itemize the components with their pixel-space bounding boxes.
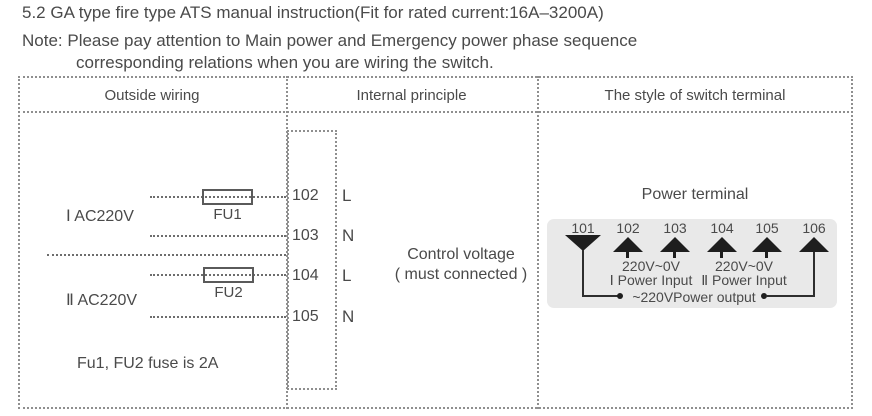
output-bullet-right bbox=[761, 293, 767, 299]
diagram-table-frame bbox=[18, 76, 853, 409]
wire-to-104 bbox=[150, 274, 286, 276]
terminal-105-arrow-up-icon bbox=[752, 237, 782, 252]
header-outside-wiring: Outside wiring bbox=[104, 87, 200, 104]
terminal-104-stem bbox=[720, 252, 723, 258]
terminal-number-102: 102 bbox=[616, 220, 640, 236]
terminal-104-arrow-up-icon bbox=[707, 237, 737, 252]
output-line-right bbox=[766, 295, 815, 297]
internal-terminal-box bbox=[287, 130, 337, 390]
terminal-106-arrow-up-icon bbox=[799, 237, 829, 252]
fuse-note: Fu1, FU2 fuse is 2A bbox=[77, 355, 219, 372]
power-input-label-2: Ⅱ Power Input bbox=[701, 272, 787, 288]
note-line-1: Note: Please pay attention to Main power… bbox=[22, 31, 638, 50]
fuse-fu1-box bbox=[202, 189, 253, 205]
power-terminal-title: Power terminal bbox=[641, 186, 749, 203]
power-input-label-1: Ⅰ Power Input bbox=[609, 272, 693, 288]
terminal-101-lead-line bbox=[582, 250, 584, 297]
voltage-label-1: 220V~0V bbox=[622, 258, 680, 274]
header-switch-terminal: The style of switch terminal bbox=[604, 87, 786, 104]
circuit-2-label: Ⅱ AC220V bbox=[66, 292, 138, 309]
note-line-2: corresponding relations when you are wir… bbox=[76, 53, 494, 72]
output-bullet-left bbox=[617, 293, 623, 299]
terminal-101-arrow-down-icon bbox=[565, 235, 601, 251]
terminal-105-number: 105 bbox=[292, 308, 319, 325]
terminal-102-stem bbox=[626, 252, 629, 258]
page-title: 5.2 GA type fire type ATS manual instruc… bbox=[22, 3, 604, 22]
terminal-number-103: 103 bbox=[663, 220, 687, 236]
terminal-103-number: 103 bbox=[292, 227, 319, 244]
power-output-label: ~220VPower output bbox=[632, 289, 756, 305]
terminal-103-wire-label: N bbox=[342, 226, 355, 245]
terminal-102-number: 102 bbox=[292, 187, 319, 204]
terminal-103-stem bbox=[673, 252, 676, 258]
terminal-104-wire-label: L bbox=[342, 266, 352, 285]
terminal-strip bbox=[547, 219, 837, 308]
fuse-fu1-label: FU1 bbox=[213, 206, 242, 223]
terminal-102-wire-label: L bbox=[342, 186, 352, 205]
wire-to-102 bbox=[150, 196, 286, 198]
circuit-1-label: Ⅰ AC220V bbox=[66, 208, 134, 225]
header-divider bbox=[18, 111, 853, 113]
terminal-106-lead-line bbox=[813, 252, 815, 297]
terminal-103-arrow-up-icon bbox=[660, 237, 690, 252]
control-voltage-line-1: Control voltage bbox=[407, 246, 515, 263]
terminal-number-104: 104 bbox=[710, 220, 734, 236]
terminal-105-wire-label: N bbox=[342, 307, 355, 326]
column-divider-2 bbox=[537, 76, 539, 409]
terminal-number-105: 105 bbox=[755, 220, 779, 236]
terminal-102-arrow-up-icon bbox=[613, 237, 643, 252]
header-internal-principle: Internal principle bbox=[356, 87, 467, 104]
wire-to-103 bbox=[150, 235, 286, 237]
voltage-label-2: 220V~0V bbox=[715, 258, 773, 274]
terminal-104-number: 104 bbox=[292, 267, 319, 284]
terminal-number-106: 106 bbox=[802, 220, 826, 236]
circuit-divider-line bbox=[47, 254, 286, 256]
wire-to-105 bbox=[150, 316, 286, 318]
control-voltage-line-2: ( must connected ) bbox=[394, 266, 528, 283]
output-line-left bbox=[582, 295, 618, 297]
terminal-105-stem bbox=[765, 252, 768, 258]
fuse-fu2-label: FU2 bbox=[214, 284, 243, 301]
terminal-number-101: 101 bbox=[571, 220, 595, 236]
fuse-fu2-box bbox=[203, 267, 254, 283]
